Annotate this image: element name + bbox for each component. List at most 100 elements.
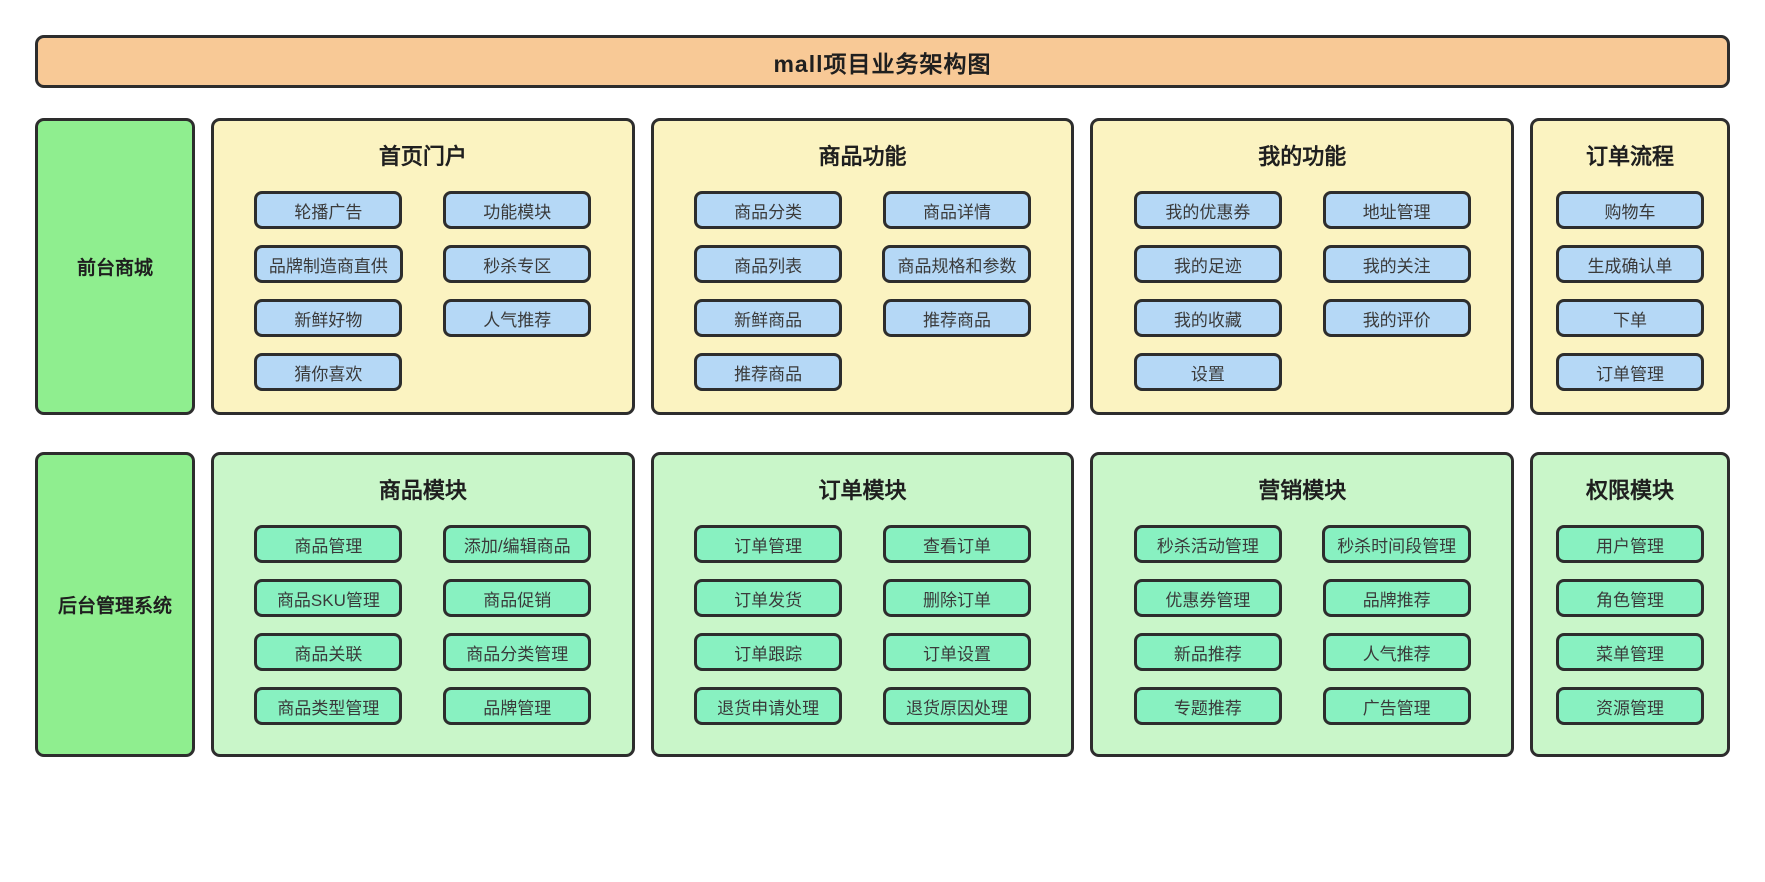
node-button-label: 商品类型管理 xyxy=(277,698,380,718)
panel-node-grid: 秒杀活动管理 秒杀时间段管理 优惠券管理 品牌推荐 新品推荐 人气推荐 专题推荐… xyxy=(1093,525,1511,725)
node-button-label: 退货原因处理 xyxy=(905,698,1008,718)
node-button-label: 设置 xyxy=(1190,364,1225,384)
diagram-title: mall项目业务架构图 xyxy=(773,50,992,77)
node-button-label: 下单 xyxy=(1613,310,1648,330)
node-order-module-0: 订单管理 xyxy=(694,525,843,563)
node-permission-module-1: 角色管理 xyxy=(1556,579,1705,617)
node-product-features-5: 推荐商品 xyxy=(882,299,1031,337)
node-home-portal-6: 猜你喜欢 xyxy=(254,353,403,391)
node-home-portal-5: 人气推荐 xyxy=(443,299,592,337)
node-my-features-3: 我的关注 xyxy=(1322,245,1471,283)
panel-node-grid: 购物车 生成确认单 下单 订单管理 xyxy=(1533,191,1727,391)
node-permission-module-2: 菜单管理 xyxy=(1556,633,1705,671)
row-label-backend-admin: 后台管理系统 xyxy=(35,452,195,757)
node-marketing-module-6: 专题推荐 xyxy=(1133,687,1282,725)
node-button-label: 推荐商品 xyxy=(922,310,991,330)
node-button-label: 专题推荐 xyxy=(1173,698,1242,718)
node-product-module-4: 商品关联 xyxy=(254,633,403,671)
node-button-label: 生成确认单 xyxy=(1587,256,1673,276)
node-button-label: 购物车 xyxy=(1604,202,1656,222)
node-marketing-module-3: 品牌推荐 xyxy=(1322,579,1471,617)
node-button-label: 人气推荐 xyxy=(483,310,552,330)
node-order-flow-0: 购物车 xyxy=(1556,191,1705,229)
node-button-label: 添加/编辑商品 xyxy=(463,536,571,556)
panel-home-portal: 首页门户 轮播广告 功能模块 品牌制造商直供 秒杀专区 新鲜好物 人气推荐 猜你… xyxy=(211,118,635,415)
node-my-features-4: 我的收藏 xyxy=(1133,299,1282,337)
diagram-body: 前台商城 首页门户 轮播广告 功能模块 品牌制造商直供 秒杀专区 新鲜好物 人气… xyxy=(35,118,1730,757)
node-my-features-5: 我的评价 xyxy=(1322,299,1471,337)
node-button-label: 广告管理 xyxy=(1362,698,1431,718)
panel-marketing-module: 营销模块 秒杀活动管理 秒杀时间段管理 优惠券管理 品牌推荐 新品推荐 人气推荐… xyxy=(1090,452,1515,757)
node-product-module-6: 商品类型管理 xyxy=(254,687,403,725)
panel-title: 营销模块 xyxy=(1258,478,1347,503)
node-button-label: 订单管理 xyxy=(734,536,803,556)
node-product-features-4: 新鲜商品 xyxy=(694,299,843,337)
node-button-label: 商品促销 xyxy=(483,590,552,610)
node-home-portal-3: 秒杀专区 xyxy=(443,245,592,283)
node-button-label: 猜你喜欢 xyxy=(294,364,363,384)
node-order-module-4: 订单跟踪 xyxy=(694,633,843,671)
node-button-label: 新品推荐 xyxy=(1173,644,1242,664)
node-button-label: 资源管理 xyxy=(1596,698,1665,718)
node-order-module-2: 订单发货 xyxy=(694,579,843,617)
panel-node-grid: 商品管理 添加/编辑商品 商品SKU管理 商品促销 商品关联 商品分类管理 商品… xyxy=(214,525,632,725)
node-button-label: 我的优惠券 xyxy=(1165,202,1251,222)
row-backend-admin: 后台管理系统 商品模块 商品管理 添加/编辑商品 商品SKU管理 商品促销 商品… xyxy=(35,452,1730,757)
node-home-portal-1: 功能模块 xyxy=(443,191,592,229)
node-button-label: 品牌推荐 xyxy=(1362,590,1431,610)
node-button-label: 我的足迹 xyxy=(1173,256,1242,276)
node-button-label: 用户管理 xyxy=(1596,536,1665,556)
node-button-label: 优惠券管理 xyxy=(1165,590,1251,610)
node-my-features-0: 我的优惠券 xyxy=(1133,191,1282,229)
node-product-features-0: 商品分类 xyxy=(694,191,843,229)
node-button-label: 我的收藏 xyxy=(1173,310,1242,330)
node-marketing-module-5: 人气推荐 xyxy=(1322,633,1471,671)
node-order-module-6: 退货申请处理 xyxy=(694,687,843,725)
node-button-label: 品牌制造商直供 xyxy=(268,256,388,276)
node-home-portal-4: 新鲜好物 xyxy=(254,299,403,337)
node-button-label: 商品规格和参数 xyxy=(897,256,1017,276)
row-label-text: 前台商城 xyxy=(76,258,153,279)
node-product-module-0: 商品管理 xyxy=(254,525,403,563)
node-order-module-7: 退货原因处理 xyxy=(882,687,1031,725)
panel-product-module: 商品模块 商品管理 添加/编辑商品 商品SKU管理 商品促销 商品关联 商品分类… xyxy=(211,452,635,757)
node-button-label: 商品管理 xyxy=(294,536,363,556)
node-order-module-5: 订单设置 xyxy=(882,633,1031,671)
node-product-features-3: 商品规格和参数 xyxy=(882,245,1032,283)
node-button-label: 删除订单 xyxy=(922,590,991,610)
node-button-label: 订单发货 xyxy=(734,590,803,610)
node-marketing-module-1: 秒杀时间段管理 xyxy=(1322,525,1472,563)
node-order-flow-3: 订单管理 xyxy=(1556,353,1705,391)
node-product-features-2: 商品列表 xyxy=(694,245,843,283)
node-product-module-1: 添加/编辑商品 xyxy=(443,525,592,563)
node-button-label: 角色管理 xyxy=(1596,590,1665,610)
panel-node-grid: 用户管理 角色管理 菜单管理 资源管理 xyxy=(1533,525,1727,725)
node-order-module-3: 删除订单 xyxy=(882,579,1031,617)
node-button-label: 新鲜好物 xyxy=(294,310,363,330)
panel-my-features: 我的功能 我的优惠券 地址管理 我的足迹 我的关注 我的收藏 我的评价 设置 xyxy=(1090,118,1515,415)
node-button-label: 菜单管理 xyxy=(1596,644,1665,664)
diagram-title-banner: mall项目业务架构图 xyxy=(35,35,1730,88)
node-button-label: 我的评价 xyxy=(1362,310,1431,330)
node-button-label: 查看订单 xyxy=(922,536,991,556)
node-button-label: 商品SKU管理 xyxy=(276,590,380,610)
node-button-label: 商品详情 xyxy=(922,202,991,222)
row-label-text: 后台管理系统 xyxy=(57,596,172,617)
panel-title: 权限模块 xyxy=(1586,478,1675,503)
node-button-label: 订单管理 xyxy=(1596,364,1665,384)
panel-title: 商品功能 xyxy=(818,144,907,169)
node-my-features-6: 设置 xyxy=(1133,353,1282,391)
node-product-module-7: 品牌管理 xyxy=(443,687,592,725)
panel-title: 订单流程 xyxy=(1586,144,1675,169)
panel-node-grid: 轮播广告 功能模块 品牌制造商直供 秒杀专区 新鲜好物 人气推荐 猜你喜欢 xyxy=(214,191,632,391)
node-button-label: 商品分类 xyxy=(734,202,803,222)
row-label-frontend-mall: 前台商城 xyxy=(35,118,195,415)
panel-node-grid: 我的优惠券 地址管理 我的足迹 我的关注 我的收藏 我的评价 设置 xyxy=(1093,191,1511,391)
node-order-flow-1: 生成确认单 xyxy=(1556,245,1705,283)
node-my-features-1: 地址管理 xyxy=(1322,191,1471,229)
panel-order-module: 订单模块 订单管理 查看订单 订单发货 删除订单 订单跟踪 订单设置 退货申请处… xyxy=(650,452,1075,757)
panel-title: 我的功能 xyxy=(1258,144,1347,169)
node-permission-module-0: 用户管理 xyxy=(1556,525,1705,563)
node-product-features-6: 推荐商品 xyxy=(694,353,843,391)
panel-node-grid: 商品分类 商品详情 商品列表 商品规格和参数 新鲜商品 推荐商品 推荐商品 xyxy=(654,191,1072,391)
